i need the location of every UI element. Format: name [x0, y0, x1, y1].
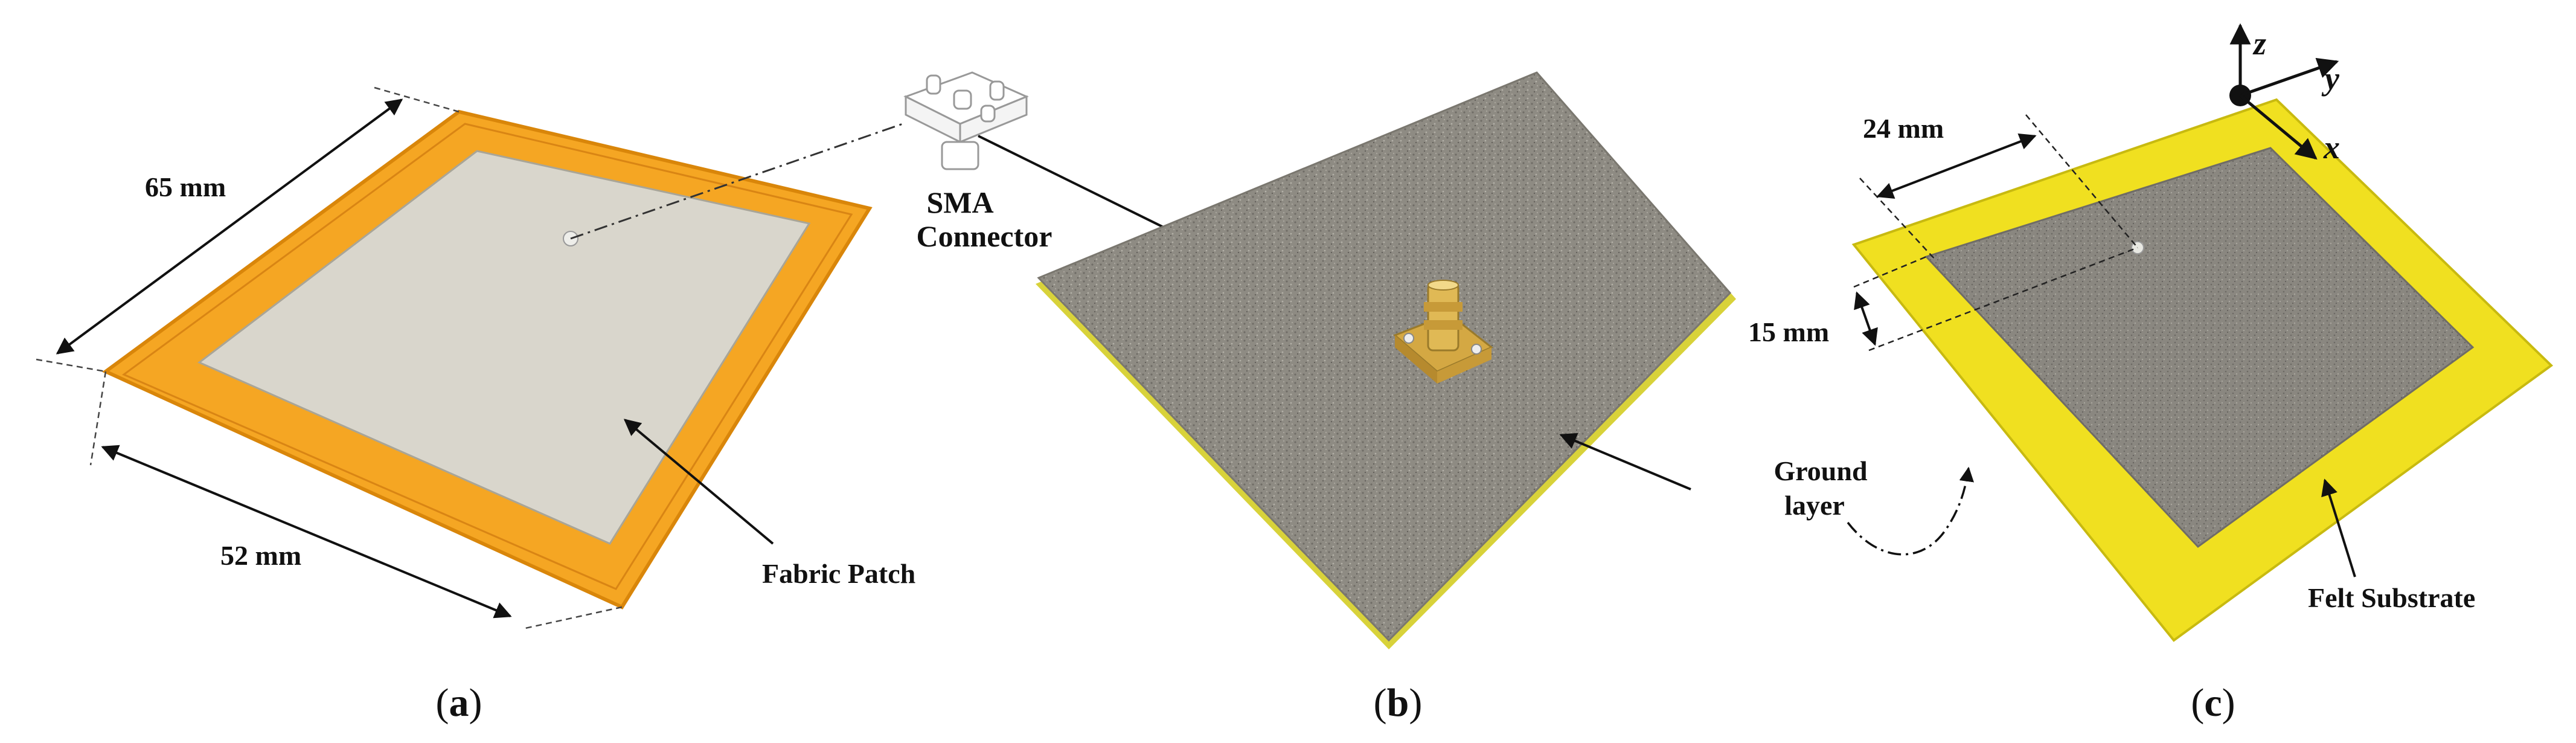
fabric-patch-label: Fabric Patch [762, 558, 915, 589]
ground-curve-arrow [1847, 466, 1975, 556]
dim-guide [1859, 178, 1936, 260]
conductive-patch [1924, 147, 2475, 548]
feed-link-line [570, 123, 903, 240]
dim-24-arrow [1876, 133, 2037, 199]
felt-substrate-label: Felt Substrate [2308, 582, 2475, 613]
dim-guide [1868, 246, 2138, 352]
dim-guide [1853, 256, 1927, 288]
dim-65-arrow [56, 98, 403, 355]
sma-connector [1393, 280, 1493, 384]
dim-52-arrow [101, 445, 512, 619]
dim-15-label: 15 mm [1748, 317, 1829, 347]
dim-52-label: 52 mm [220, 540, 301, 571]
fabric-patch-pointer [623, 419, 774, 545]
axis-x-arrow [2239, 94, 2318, 160]
dim-guide [2025, 114, 2138, 248]
caption-a: (a) [436, 681, 482, 725]
dim-15-arrow [1854, 291, 1878, 346]
axis-y-label: y [2321, 60, 2340, 97]
felt-substrate-pointer [2321, 478, 2356, 577]
dim-65-label: 65 mm [145, 172, 226, 202]
dim-24-label: 24 mm [1863, 113, 1944, 144]
axis-x-label: x [2323, 129, 2340, 166]
panel-b: Ground layer (b) [1036, 71, 1975, 725]
ground-plane [1037, 71, 1732, 642]
sma-label-line1: SMA [926, 185, 993, 219]
panel-c: 24 mm 15 mm Felt Substrate z y x (c) [1748, 23, 2554, 725]
sma-connector-sketch: SMA Connector [903, 71, 1385, 336]
ground-label-line2: layer [1784, 490, 1845, 521]
dim-guide [89, 371, 107, 466]
axis-y-arrow [2240, 57, 2339, 97]
panel-a: 65 mm 52 mm Fabric Patch (a) [36, 86, 915, 725]
dim-guide [525, 606, 623, 629]
caption-c: (c) [2191, 681, 2235, 725]
dim-guide [374, 86, 460, 113]
caption-b: (b) [1374, 681, 1423, 725]
sma-label-line2: Connector [917, 219, 1053, 253]
dim-guide [36, 358, 106, 373]
coordinate-axes: z y x [2229, 23, 2340, 166]
fabric-patch [197, 150, 811, 545]
axis-z-label: z [2252, 25, 2266, 62]
ground-layer-pointer [1559, 433, 1691, 491]
ground-label-line1: Ground [1773, 455, 1868, 486]
